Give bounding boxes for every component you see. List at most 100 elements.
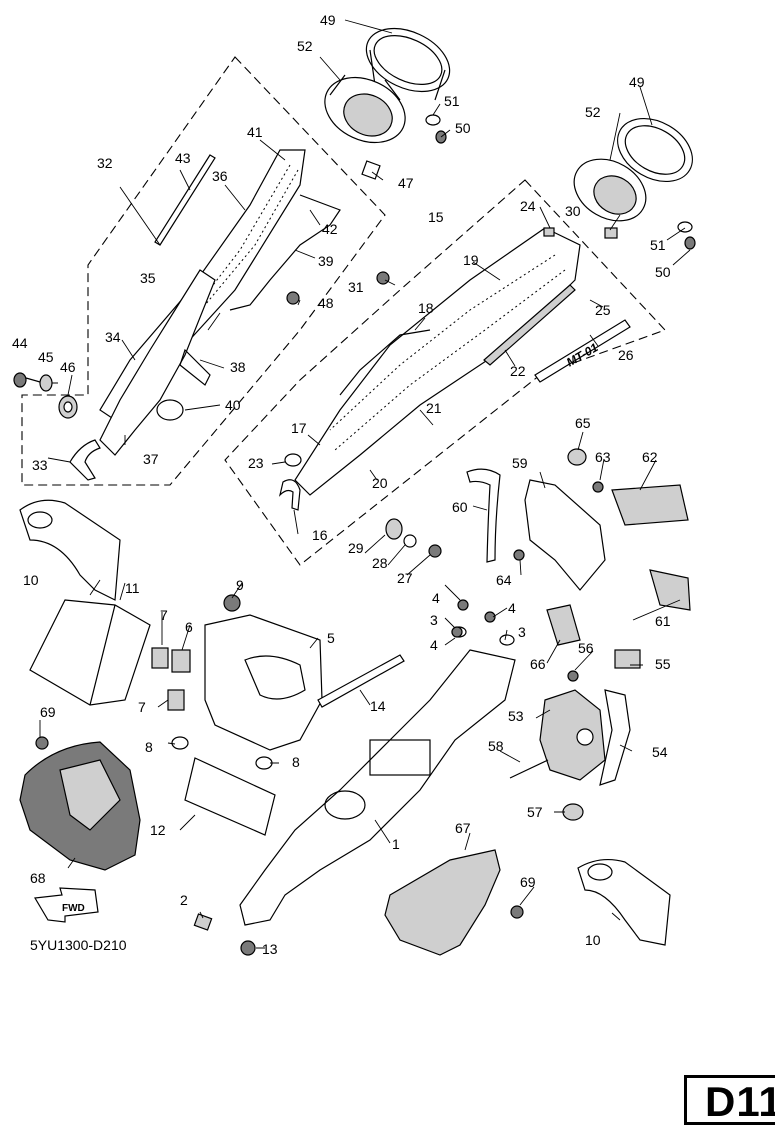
callout-50-right: 50 <box>655 264 671 280</box>
ring-bracket-left <box>324 74 406 144</box>
bolt-4b <box>484 611 496 623</box>
callout-38: 38 <box>230 359 246 375</box>
callout-23: 23 <box>248 455 264 471</box>
pad-55 <box>614 649 641 669</box>
callout-17: 17 <box>291 420 307 436</box>
main-bracket-1-hole <box>324 790 366 820</box>
callout-24: 24 <box>520 198 536 214</box>
emblem-text: MT-01 <box>564 340 601 369</box>
clip-63 <box>592 481 604 493</box>
screw-48 <box>286 291 300 305</box>
callout-35: 35 <box>140 270 156 286</box>
bolt-9 <box>223 594 241 612</box>
stripe-22 <box>483 284 576 366</box>
screw-13 <box>240 940 256 956</box>
callout-60: 60 <box>452 499 468 515</box>
headlight-ring-right <box>617 117 693 183</box>
callout-65: 65 <box>575 415 591 431</box>
cover-53-hole <box>576 728 594 746</box>
clip-30 <box>604 227 618 239</box>
callout-62: 62 <box>642 449 658 465</box>
collar-28 <box>403 534 417 548</box>
cable-tie-14 <box>317 654 405 708</box>
screw-64 <box>513 549 525 561</box>
callout-25: 25 <box>595 302 611 318</box>
hook-16 <box>278 479 301 511</box>
callout-47: 47 <box>398 175 414 191</box>
callout-37: 37 <box>143 451 159 467</box>
callout-54: 54 <box>652 744 668 760</box>
callout-32: 32 <box>97 155 113 171</box>
cover-53 <box>539 689 606 781</box>
cover-seam-19 <box>329 254 556 431</box>
callout-66: 66 <box>530 656 546 672</box>
callout-56: 56 <box>578 640 594 656</box>
washer-23 <box>284 453 302 467</box>
main-bracket-1-slot <box>369 739 431 776</box>
strap-60 <box>466 468 501 563</box>
screw-31 <box>376 271 390 285</box>
cover-67 <box>384 849 501 956</box>
callout-22: 22 <box>510 363 526 379</box>
emblem-26: MT-01 <box>534 319 631 383</box>
callout-61: 61 <box>655 613 671 629</box>
drawing-code: 5YU1300-D210 <box>30 937 127 953</box>
bracket-10-lower-hole <box>587 863 613 881</box>
fwd-arrow: FWD <box>34 887 99 923</box>
callout-50: 50 <box>455 120 471 136</box>
callout-13: 13 <box>262 941 278 957</box>
plate-12 <box>184 757 276 836</box>
callout-10-lower: 10 <box>585 932 601 948</box>
clip-24 <box>543 227 555 237</box>
callout-52: 52 <box>297 38 313 54</box>
bracket-38 <box>179 348 211 386</box>
headlight-ring-left <box>365 27 451 101</box>
bolt-69-left <box>35 736 49 750</box>
callout-3-a: 3 <box>430 612 438 628</box>
pad-6 <box>171 649 191 673</box>
callout-41: 41 <box>247 124 263 140</box>
callout-28: 28 <box>372 555 388 571</box>
callout-20: 20 <box>372 475 388 491</box>
pad-7a <box>151 647 169 669</box>
bolt-27 <box>428 544 442 558</box>
bolt-4c <box>451 626 463 638</box>
callout-64: 64 <box>496 572 512 588</box>
callout-labels: 49 52 51 50 47 41 32 43 36 42 39 48 35 3… <box>12 12 671 957</box>
callout-12: 12 <box>150 822 166 838</box>
washer-51-left <box>425 114 441 126</box>
callout-1: 1 <box>392 836 400 852</box>
ring-bracket-right <box>573 158 647 222</box>
inner-bracket-39 <box>229 194 341 311</box>
cover-seam-36b <box>154 169 299 376</box>
callout-6: 6 <box>185 619 193 635</box>
fwd-label: FWD <box>62 903 85 914</box>
cover-seam-19b <box>334 269 566 451</box>
callout-8-right: 8 <box>292 754 300 770</box>
page-badge: D11 <box>684 1075 775 1125</box>
bolt-69-right <box>510 905 524 919</box>
callout-51-right: 51 <box>650 237 666 253</box>
callout-27: 27 <box>397 570 413 586</box>
bracket-59 <box>524 479 606 591</box>
side-cover-right-19 <box>294 227 581 496</box>
callout-7-lower: 7 <box>138 699 146 715</box>
callout-4-a: 4 <box>432 590 440 606</box>
washer-3b <box>499 634 515 646</box>
callout-5: 5 <box>327 630 335 646</box>
callout-42: 42 <box>322 221 338 237</box>
grommet-65 <box>567 448 587 466</box>
clip-2 <box>193 913 213 931</box>
pin-58 <box>509 759 549 779</box>
pad-62 <box>611 484 689 526</box>
callout-34: 34 <box>105 329 121 345</box>
callout-40: 40 <box>225 397 241 413</box>
callout-48: 48 <box>318 295 334 311</box>
bolt-4a <box>457 599 469 611</box>
callout-4-c: 4 <box>430 637 438 653</box>
bracket-18 <box>339 329 431 396</box>
callout-8: 8 <box>145 739 153 755</box>
bracket-10-lower <box>577 858 671 946</box>
callout-57: 57 <box>527 804 543 820</box>
